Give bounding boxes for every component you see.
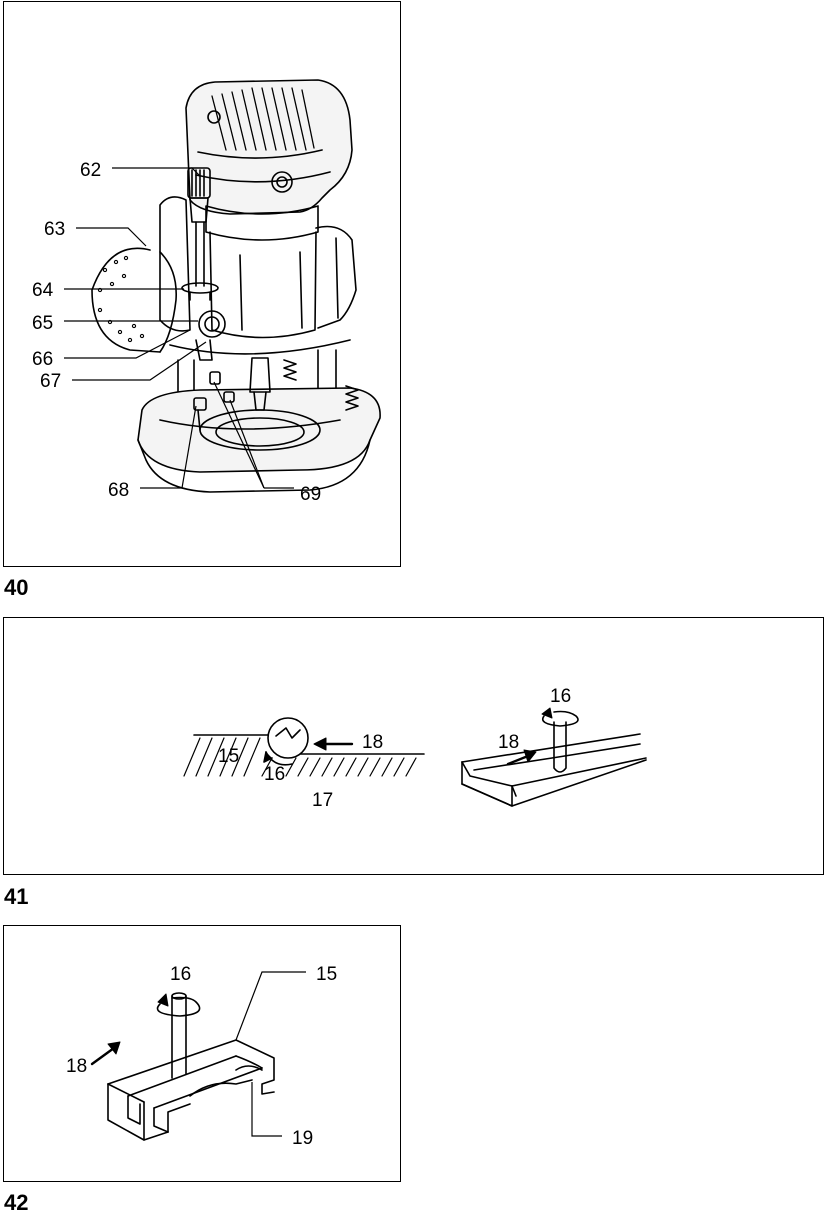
label-15: 15 — [316, 964, 337, 985]
callout-65: 65 — [32, 313, 53, 334]
label-16: 16 — [170, 964, 191, 985]
label-16-right: 16 — [550, 686, 571, 707]
callout-63: 63 — [44, 219, 65, 240]
figure-42-panel — [3, 925, 401, 1182]
label-17-left: 17 — [312, 790, 333, 811]
label-19: 19 — [292, 1128, 313, 1149]
figure-number-40: 40 — [4, 575, 29, 600]
callout-69: 69 — [300, 484, 321, 505]
callout-66: 66 — [32, 349, 53, 370]
callout-64: 64 — [32, 280, 54, 301]
figure-number-42: 42 — [4, 1190, 29, 1215]
callout-62: 62 — [80, 160, 101, 181]
label-16-left: 16 — [264, 764, 285, 785]
callout-68: 68 — [108, 480, 129, 501]
label-18-left: 18 — [362, 732, 383, 753]
callout-67: 67 — [40, 371, 61, 392]
label-18: 18 — [66, 1056, 87, 1077]
label-18-right: 18 — [498, 732, 519, 753]
figure-number-41: 41 — [4, 884, 29, 909]
label-15-left: 15 — [218, 746, 239, 767]
figure-41-panel — [3, 617, 824, 875]
